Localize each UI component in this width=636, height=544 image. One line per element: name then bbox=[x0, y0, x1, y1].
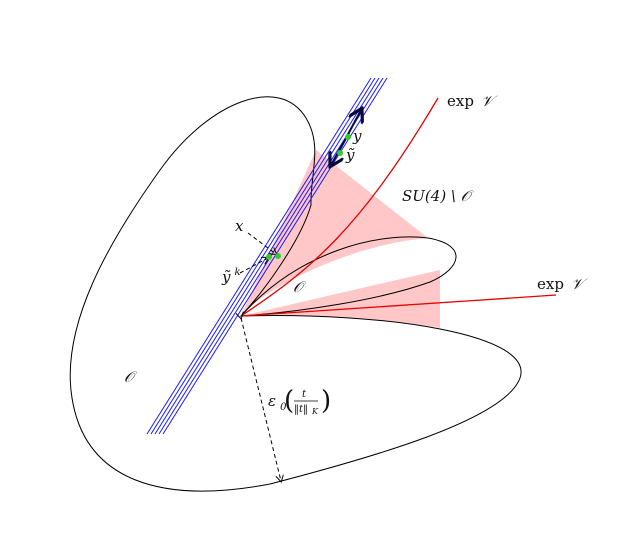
cone-lower bbox=[241, 270, 440, 328]
region-outline bbox=[69, 96, 522, 492]
frac-denominator: ‖t‖ K bbox=[294, 399, 319, 416]
yk-arrow bbox=[239, 258, 268, 274]
label-complement: SU(4) \ 𝒪 bbox=[402, 187, 474, 205]
label-y: y bbox=[352, 127, 362, 145]
label-region-left: 𝒪 bbox=[124, 368, 137, 386]
point-ytilde bbox=[337, 150, 343, 156]
svg-text:(: ( bbox=[284, 386, 294, 416]
petal-outline bbox=[239, 236, 457, 317]
svg-text:ε 0: ε 0 bbox=[268, 392, 287, 413]
label-exp-top: exp 𝒱 bbox=[447, 92, 498, 110]
label-ytilde: ỹ bbox=[345, 146, 355, 164]
x-arrow bbox=[247, 232, 276, 254]
label-epsilon: ε 0 ( t ‖t‖ K ) bbox=[268, 386, 331, 416]
frac-numerator: t bbox=[302, 389, 307, 400]
svg-text:): ) bbox=[321, 386, 331, 416]
label-exp-right: exp 𝒱 bbox=[537, 275, 588, 293]
point-ytilde-k bbox=[266, 254, 272, 260]
band-line bbox=[150, 77, 376, 435]
label-region-mid: 𝒪 bbox=[293, 278, 306, 296]
cone-upper bbox=[241, 150, 428, 316]
exp-ray-upper bbox=[240, 97, 439, 317]
band-line bbox=[146, 77, 372, 435]
label-ytilde-k: ỹ k bbox=[221, 267, 241, 286]
label-x: x bbox=[235, 217, 244, 235]
point-y bbox=[345, 134, 351, 140]
point-x bbox=[275, 253, 281, 259]
